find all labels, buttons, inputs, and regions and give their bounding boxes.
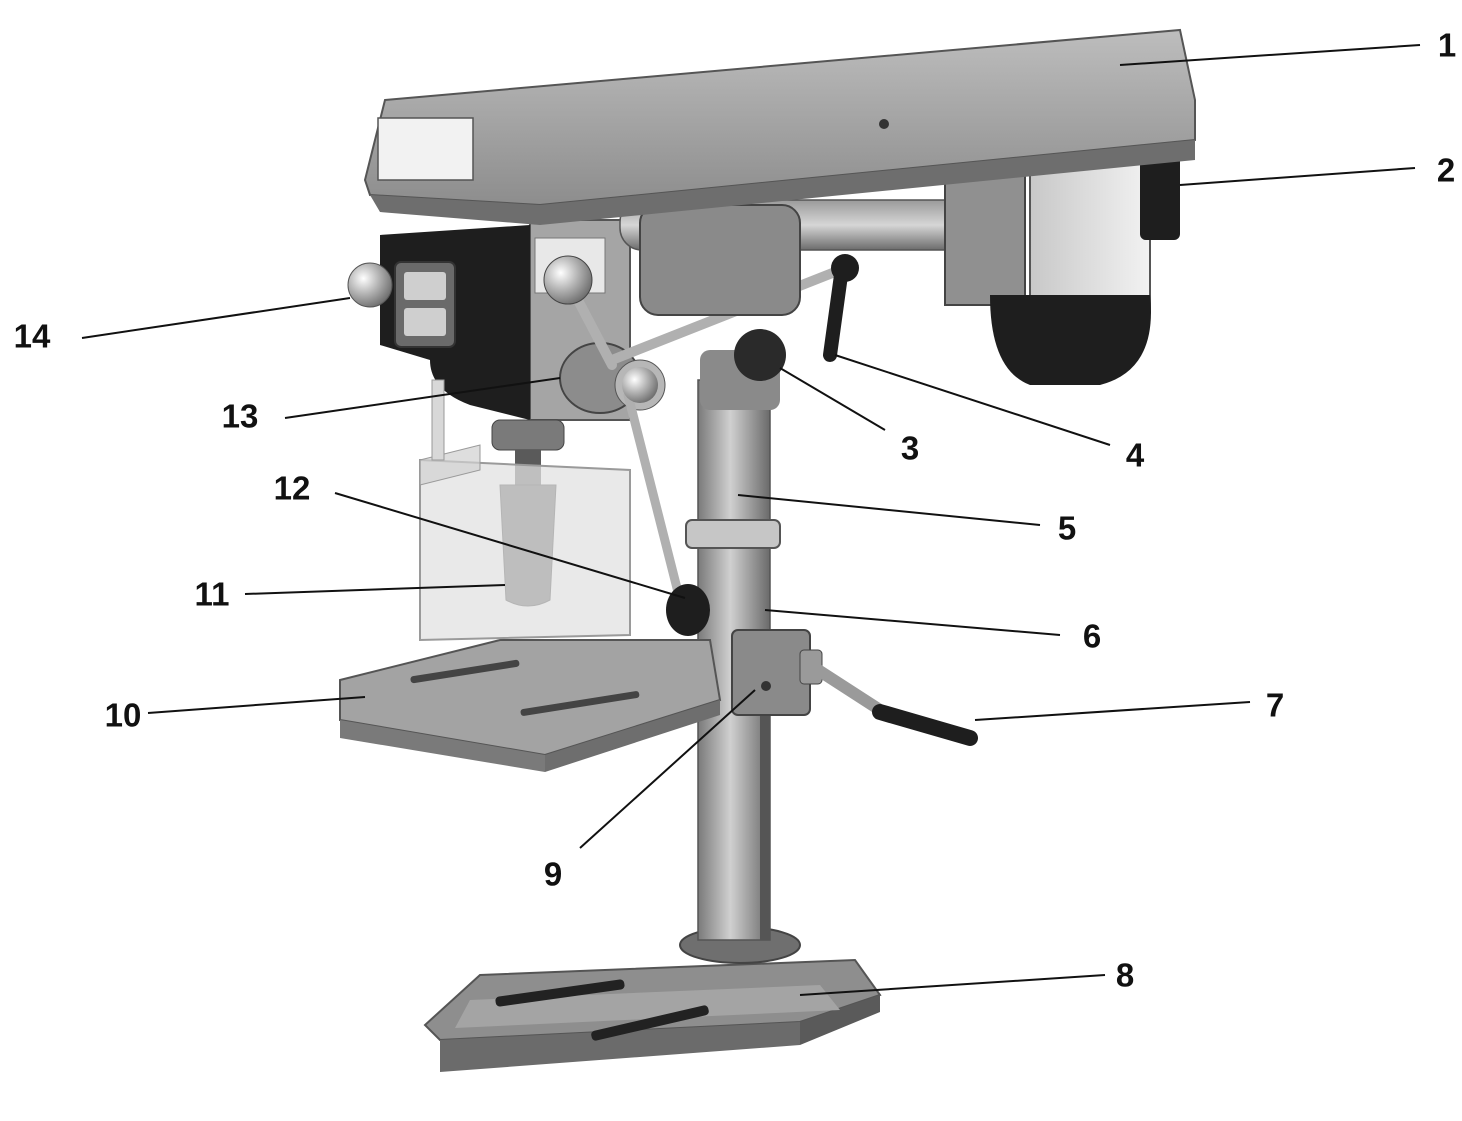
leader-9 <box>579 689 756 849</box>
callout-5: 5 <box>1058 510 1076 547</box>
callout-6: 6 <box>1083 618 1101 655</box>
motor <box>944 145 1180 385</box>
leader-14 <box>81 297 351 339</box>
leader-10 <box>147 696 366 714</box>
callout-8: 8 <box>1116 957 1134 994</box>
callout-14: 14 <box>14 318 51 355</box>
leader-13 <box>284 377 561 419</box>
callout-10: 10 <box>105 697 142 734</box>
leader-6 <box>764 609 1061 636</box>
callout-11: 11 <box>195 576 230 613</box>
callout-12: 12 <box>274 470 311 507</box>
callout-7: 7 <box>1266 687 1284 724</box>
callout-labels: 1 2 3 4 5 6 7 8 9 10 11 12 13 14 <box>14 27 1457 994</box>
leader-3 <box>779 367 886 431</box>
callout-13: 13 <box>222 398 259 435</box>
callout-3: 3 <box>901 430 919 467</box>
leader-1 <box>1119 44 1421 66</box>
crank-handle <box>799 649 978 746</box>
motor-arm <box>619 199 1001 381</box>
leader-5 <box>737 494 1041 526</box>
work-table <box>339 639 722 772</box>
table-bracket <box>731 629 811 716</box>
callout-2: 2 <box>1437 152 1455 189</box>
callout-4: 4 <box>1126 437 1145 474</box>
belt-cover <box>363 28 1196 225</box>
callout-1: 1 <box>1438 27 1456 64</box>
callout-9: 9 <box>544 856 562 893</box>
leader-2 <box>1179 167 1416 186</box>
leader-7 <box>974 701 1251 721</box>
leader-lines <box>81 44 1421 996</box>
leader-11 <box>244 584 506 595</box>
base-plate <box>423 926 882 1072</box>
leader-12 <box>334 492 686 599</box>
leader-4 <box>834 354 1111 446</box>
on-off-switch <box>347 261 456 348</box>
leader-8 <box>799 974 1106 996</box>
